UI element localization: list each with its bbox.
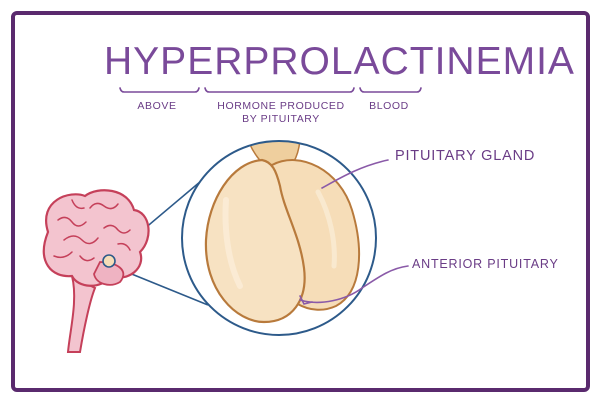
label-anterior-pituitary: Anterior pituitary [412, 257, 559, 271]
label-pituitary-gland: Pituitary gland [395, 148, 536, 164]
segment-above: Above [137, 100, 177, 112]
pituitary-zoom [181, 140, 377, 336]
segment-hormone: Hormone produced by pituitary [206, 100, 356, 126]
bracket-blood [359, 87, 422, 93]
segment-brackets [119, 87, 422, 93]
bracket-above [119, 87, 200, 93]
anterior-lobe [204, 158, 306, 324]
segment-blood: Blood [369, 100, 409, 112]
pituitary-location-marker [102, 254, 116, 268]
brain-illustration [42, 189, 150, 353]
page-title: Hyperprolactinemia [104, 40, 575, 83]
pointer-pituitary-gland [321, 159, 389, 189]
pointer-anterior-pituitary [299, 265, 409, 304]
bracket-hormone [204, 87, 355, 93]
segment-hormone-line1: Hormone produced [217, 100, 345, 112]
callout-pointers [299, 159, 409, 305]
segment-hormone-line2: by pituitary [242, 113, 320, 125]
